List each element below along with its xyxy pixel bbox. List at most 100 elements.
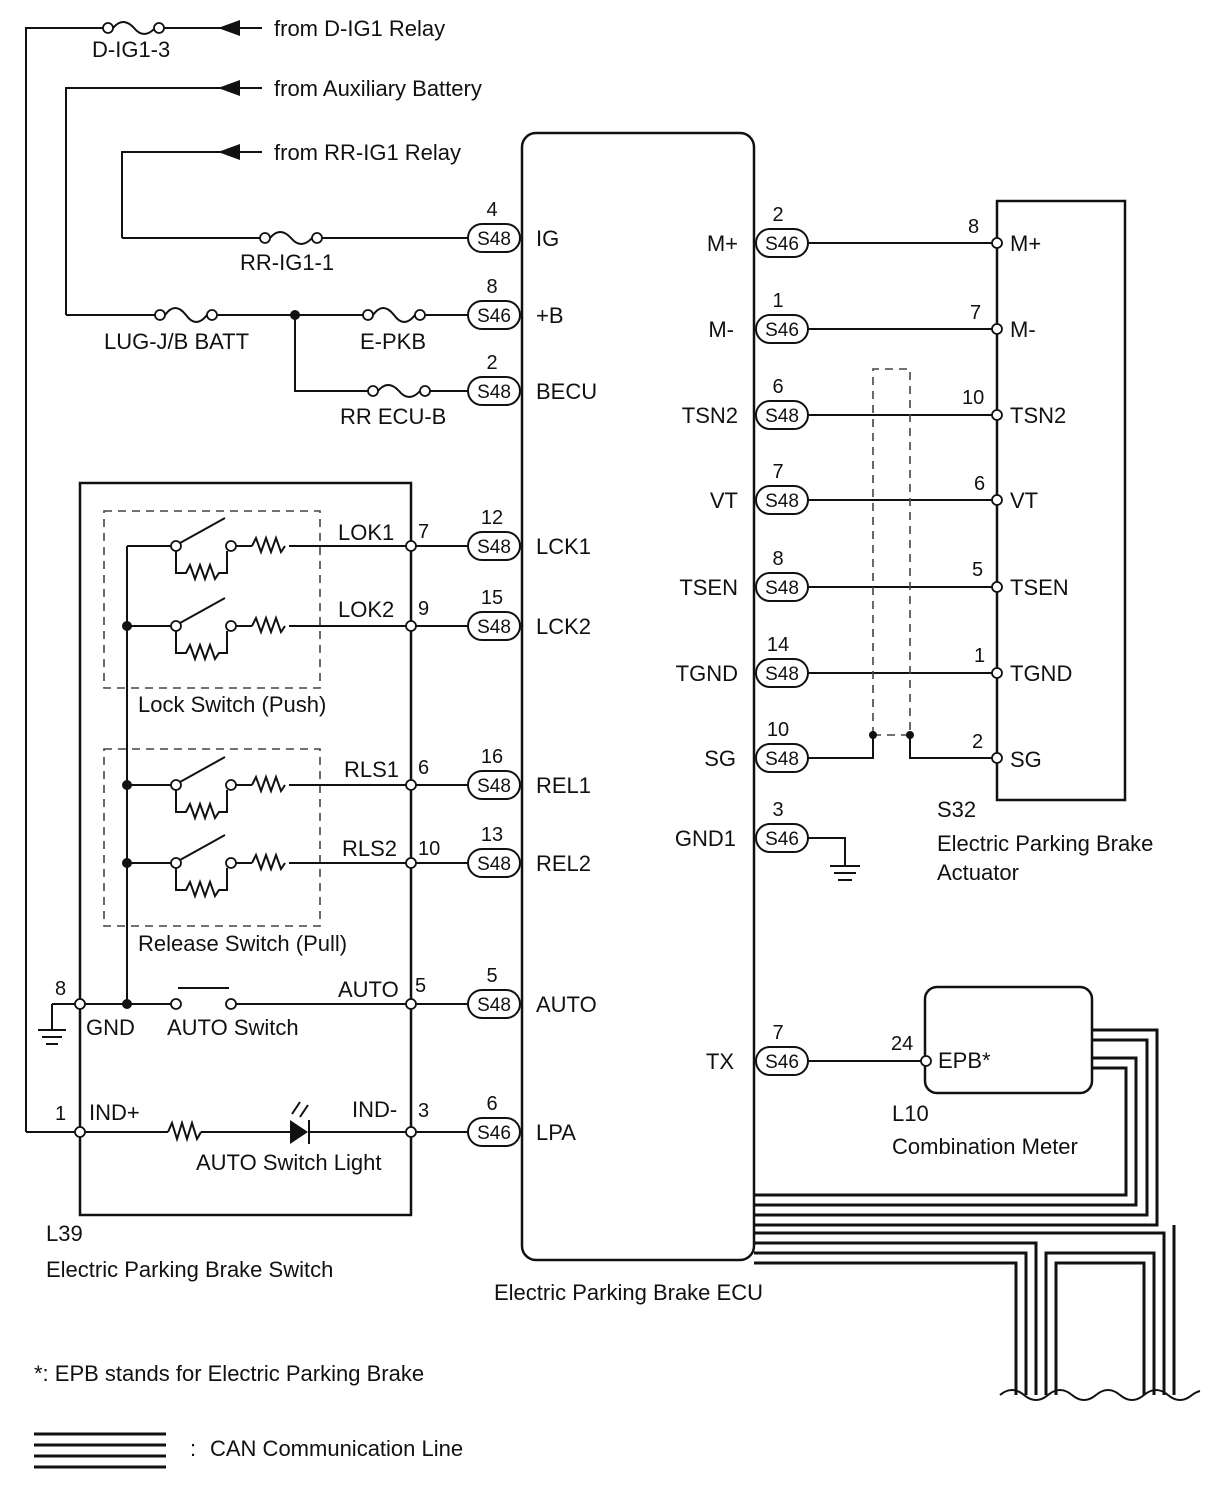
- svg-text:13: 13: [481, 824, 503, 846]
- svg-text:LPA: LPA: [536, 1120, 576, 1145]
- switch-code: L39: [46, 1221, 83, 1246]
- switch-pin-10: 10: [418, 838, 440, 860]
- fuse-lug-jb-batt-label: LUG-J/B BATT: [104, 329, 249, 354]
- svg-text:15: 15: [481, 587, 503, 609]
- actuator-wires: [808, 237, 1003, 764]
- ecu-left-pin-becu: S48 2 BECU: [467, 352, 597, 406]
- svg-text:S46: S46: [765, 829, 799, 850]
- ecu-right-pin-sg: S48 10 SG: [704, 719, 809, 773]
- switch-pin-5: 5: [415, 975, 426, 997]
- ecu-right-pin-m-minus: S46 1 M-: [708, 290, 809, 344]
- legend: : CAN Communication Line: [34, 1432, 463, 1469]
- svg-text:TGND: TGND: [676, 661, 738, 686]
- svg-text:6: 6: [772, 376, 783, 398]
- svg-text:LCK2: LCK2: [536, 614, 591, 639]
- source-aux-battery: from Auxiliary Battery: [274, 76, 482, 101]
- svg-text:S48: S48: [477, 229, 511, 250]
- svg-text:S48: S48: [477, 382, 511, 403]
- svg-text:S48: S48: [765, 578, 799, 599]
- auto-switch: [38, 987, 417, 1045]
- auto-switch-light-label: AUTO Switch Light: [196, 1150, 381, 1175]
- svg-text:16: 16: [481, 746, 503, 768]
- svg-text:10: 10: [962, 387, 984, 409]
- svg-text:4: 4: [486, 199, 497, 221]
- svg-text:VT: VT: [1010, 488, 1038, 513]
- meter-pin-name: EPB*: [938, 1048, 991, 1073]
- ecu-right-pin-tsen: S48 8 TSEN: [679, 548, 809, 602]
- svg-text:S48: S48: [477, 854, 511, 875]
- svg-text:2: 2: [772, 204, 783, 226]
- svg-text:S48: S48: [477, 617, 511, 638]
- svg-text:BECU: BECU: [536, 379, 597, 404]
- svg-text:TSN2: TSN2: [1010, 403, 1066, 428]
- svg-text:REL2: REL2: [536, 851, 591, 876]
- svg-text:GND1: GND1: [675, 826, 736, 851]
- ground-icon: [38, 1004, 66, 1045]
- ecu-right-pin-tx: S46 7 TX: [706, 1022, 809, 1076]
- ecu-right-pin-m-plus: S46 2 M+: [707, 204, 809, 258]
- svg-text:M-: M-: [708, 317, 734, 342]
- svg-text:8: 8: [772, 548, 783, 570]
- svg-text:6: 6: [486, 1093, 497, 1115]
- svg-text:S48: S48: [765, 491, 799, 512]
- fuse-rr-ecu-b-label: RR ECU-B: [340, 404, 446, 429]
- actuator-name-line2: Actuator: [937, 860, 1019, 885]
- svg-text:5: 5: [486, 965, 497, 987]
- svg-text:S48: S48: [477, 995, 511, 1016]
- switch-gnd-label: GND: [86, 1015, 135, 1040]
- meter-name: Combination Meter: [892, 1134, 1078, 1159]
- svg-text:S48: S48: [477, 537, 511, 558]
- ecu-left-pin-lpa: S46 6 LPA: [467, 1093, 576, 1147]
- svg-text:10: 10: [767, 719, 789, 741]
- svg-text:REL1: REL1: [536, 773, 591, 798]
- ecu-left-pin-plus-b: S46 8 +B: [467, 276, 564, 330]
- epb-actuator: S32 Electric Parking Brake Actuator: [937, 199, 1153, 885]
- meter-code: L10: [892, 1101, 929, 1126]
- ground-icon: [830, 865, 860, 881]
- switch-pin-7: 7: [418, 521, 429, 543]
- svg-text:S46: S46: [477, 306, 511, 327]
- gnd1-ground: [808, 837, 860, 881]
- svg-text:SG: SG: [1010, 747, 1042, 772]
- switch-line-auto: AUTO: [338, 977, 399, 1002]
- actuator-pin-labels: 8 M+ 7 M- 10 TSN2 6 VT 5 TSEN 1 TGND 2 S…: [962, 216, 1072, 772]
- svg-text:8: 8: [486, 276, 497, 298]
- arrow-icon: [218, 144, 240, 160]
- ecu-left-pin-rel1: S48 16 REL1: [467, 746, 591, 800]
- switch-ind-minus-pin: 3: [418, 1100, 429, 1122]
- source-rr-ig1-relay: from RR-IG1 Relay: [274, 140, 461, 165]
- ecu-name: Electric Parking Brake ECU: [494, 1280, 763, 1305]
- svg-text:M-: M-: [1010, 317, 1036, 342]
- switch-line-rls2: RLS2: [342, 836, 397, 861]
- footnote: *: EPB stands for Electric Parking Brake: [34, 1361, 424, 1386]
- auto-switch-label: AUTO Switch: [167, 1015, 299, 1040]
- switch-line-rls1: RLS1: [344, 757, 399, 782]
- meter-pin-num: 24: [891, 1033, 913, 1055]
- switch-line-lok1: LOK1: [338, 520, 394, 545]
- svg-text:2: 2: [486, 352, 497, 374]
- svg-text:7: 7: [970, 302, 981, 324]
- ecu-left-pin-ig: S48 4 IG: [467, 199, 559, 253]
- svg-text:S46: S46: [765, 234, 799, 255]
- svg-text:VT: VT: [710, 488, 738, 513]
- ecu-right-pin-gnd1: S46 3 GND1: [675, 799, 809, 853]
- svg-text:5: 5: [972, 559, 983, 581]
- svg-text:TSN2: TSN2: [682, 403, 738, 428]
- svg-text:S48: S48: [765, 749, 799, 770]
- svg-text:TGND: TGND: [1010, 661, 1072, 686]
- actuator-code: S32: [937, 797, 976, 822]
- arrow-icon: [218, 20, 240, 36]
- source-d-ig1-relay: from D-IG1 Relay: [274, 16, 445, 41]
- legend-separator: :: [190, 1436, 196, 1461]
- fuse-e-pkb-label: E-PKB: [360, 329, 426, 354]
- d-ig1-feed: D-IG1-3 from D-IG1 Relay: [25, 16, 445, 1132]
- svg-text:14: 14: [767, 634, 789, 656]
- svg-text:S48: S48: [765, 664, 799, 685]
- svg-text:6: 6: [974, 473, 985, 495]
- svg-text:M+: M+: [707, 231, 738, 256]
- ecu-left-pin-rel2: S48 13 REL2: [467, 824, 591, 878]
- svg-text:LCK1: LCK1: [536, 534, 591, 559]
- switch-ind-plus: IND+: [89, 1100, 140, 1125]
- switch-line-lok2: LOK2: [338, 597, 394, 622]
